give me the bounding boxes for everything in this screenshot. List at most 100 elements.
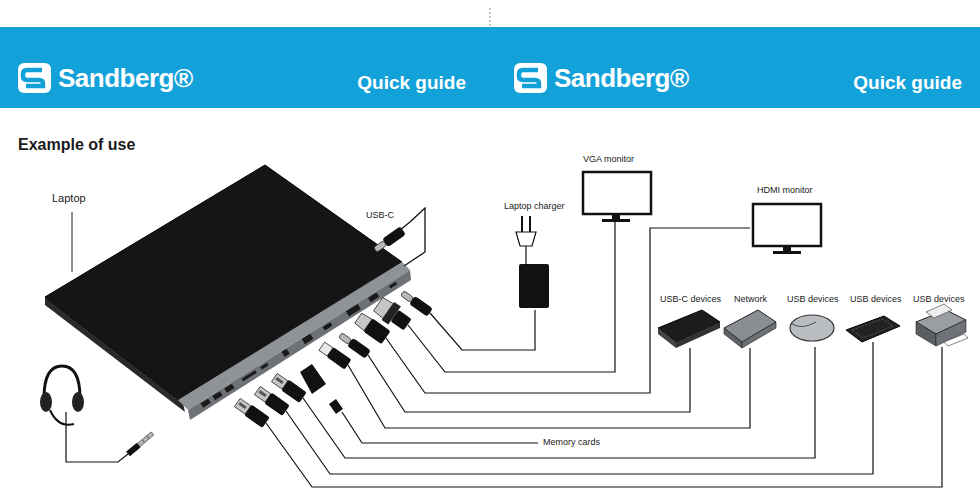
memory-card — [300, 364, 326, 394]
logo-icon — [18, 63, 51, 93]
header-band — [0, 27, 980, 108]
cable — [266, 222, 942, 487]
dock-port — [201, 399, 211, 408]
memory-card — [300, 364, 343, 414]
plug — [234, 289, 433, 428]
laptop-charger — [521, 216, 523, 232]
usb-c-device — [676, 322, 720, 348]
headset — [66, 412, 128, 462]
dock-port — [389, 282, 397, 289]
mouse — [790, 315, 834, 341]
vga-monitor — [583, 172, 651, 214]
cable — [266, 347, 942, 487]
headset — [50, 410, 74, 425]
dock-port — [260, 363, 268, 370]
laptop-with-dock — [178, 262, 410, 410]
vga-monitor — [602, 219, 630, 222]
headset — [72, 392, 84, 412]
vga-monitor — [583, 172, 651, 222]
leader-line — [72, 212, 73, 272]
headset — [40, 366, 154, 462]
laptop-charger — [525, 246, 526, 264]
dock-port — [323, 322, 333, 330]
vga-monitor — [612, 214, 620, 219]
headset — [126, 431, 154, 456]
brand-name: Sandberg® — [58, 64, 193, 94]
hdmi-monitor — [753, 204, 821, 246]
dock-port — [281, 349, 289, 357]
headset — [147, 436, 150, 439]
logo-icon — [514, 63, 547, 93]
part-label: USB-C — [366, 210, 394, 220]
laptop-with-dock — [45, 165, 402, 403]
dock-port — [212, 391, 222, 400]
laptop-with-dock — [200, 280, 398, 408]
guide-title: Quick guide — [357, 72, 466, 94]
part-label: Network — [734, 294, 767, 304]
usb-c-cable — [372, 226, 406, 254]
usb-c-device — [658, 328, 676, 348]
network-device — [742, 322, 776, 348]
laptop-charger — [516, 232, 536, 246]
headset — [137, 432, 153, 447]
part-label: USB-C devices — [660, 294, 721, 304]
cable — [368, 348, 690, 412]
hdmi-monitor — [783, 246, 791, 251]
headset — [142, 440, 145, 443]
memory-card — [329, 399, 343, 414]
logo-icon — [519, 70, 539, 86]
cable — [386, 228, 750, 393]
logo-icon — [23, 70, 43, 86]
guide-title: Quick guide — [853, 72, 962, 94]
cable — [430, 310, 535, 350]
keyboard — [852, 319, 893, 338]
cable — [348, 348, 750, 428]
mouse — [792, 322, 816, 327]
printer — [926, 304, 952, 318]
hdmi-monitor — [753, 204, 821, 254]
laptop-with-dock — [188, 270, 411, 420]
laptop-charger — [529, 216, 531, 232]
plug — [234, 397, 270, 428]
part-label: USB devices — [850, 294, 902, 304]
part-label: Laptop — [52, 192, 86, 205]
mouse — [790, 315, 834, 341]
plug — [399, 289, 433, 317]
keyboard — [846, 316, 900, 342]
usb-c-device — [658, 310, 720, 348]
cable — [286, 342, 873, 474]
laptop-with-dock — [45, 165, 411, 420]
laptop-charger — [519, 264, 549, 308]
network-device — [724, 328, 742, 348]
dock-port — [242, 370, 257, 381]
logo-icon — [514, 63, 547, 93]
plug — [318, 341, 351, 369]
dock-port — [368, 293, 379, 303]
part-label: Memory cards — [543, 437, 600, 447]
headset — [40, 392, 52, 412]
printer — [916, 304, 968, 346]
brand-name: Sandberg® — [554, 64, 689, 94]
cable — [303, 347, 815, 458]
fold-mark — [490, 8, 491, 27]
part-label: Laptop charger — [504, 201, 565, 211]
network-device — [724, 310, 776, 348]
heading: Example of use — [18, 136, 135, 154]
laptop-charger — [516, 216, 549, 308]
dock-port — [346, 304, 361, 317]
part-label: USB devices — [787, 294, 839, 304]
plug — [354, 312, 391, 345]
part-label: HDMI monitor — [757, 185, 813, 195]
cable — [342, 412, 538, 443]
keyboard — [846, 316, 900, 342]
part-label: VGA monitor — [583, 154, 634, 164]
printer — [916, 322, 936, 346]
headset — [44, 366, 80, 398]
dock-port — [224, 384, 234, 393]
printer — [944, 334, 968, 346]
usb-c-cable — [400, 208, 425, 266]
cable — [408, 222, 615, 372]
dock-port — [302, 334, 314, 344]
part-label: USB devices — [913, 294, 965, 304]
